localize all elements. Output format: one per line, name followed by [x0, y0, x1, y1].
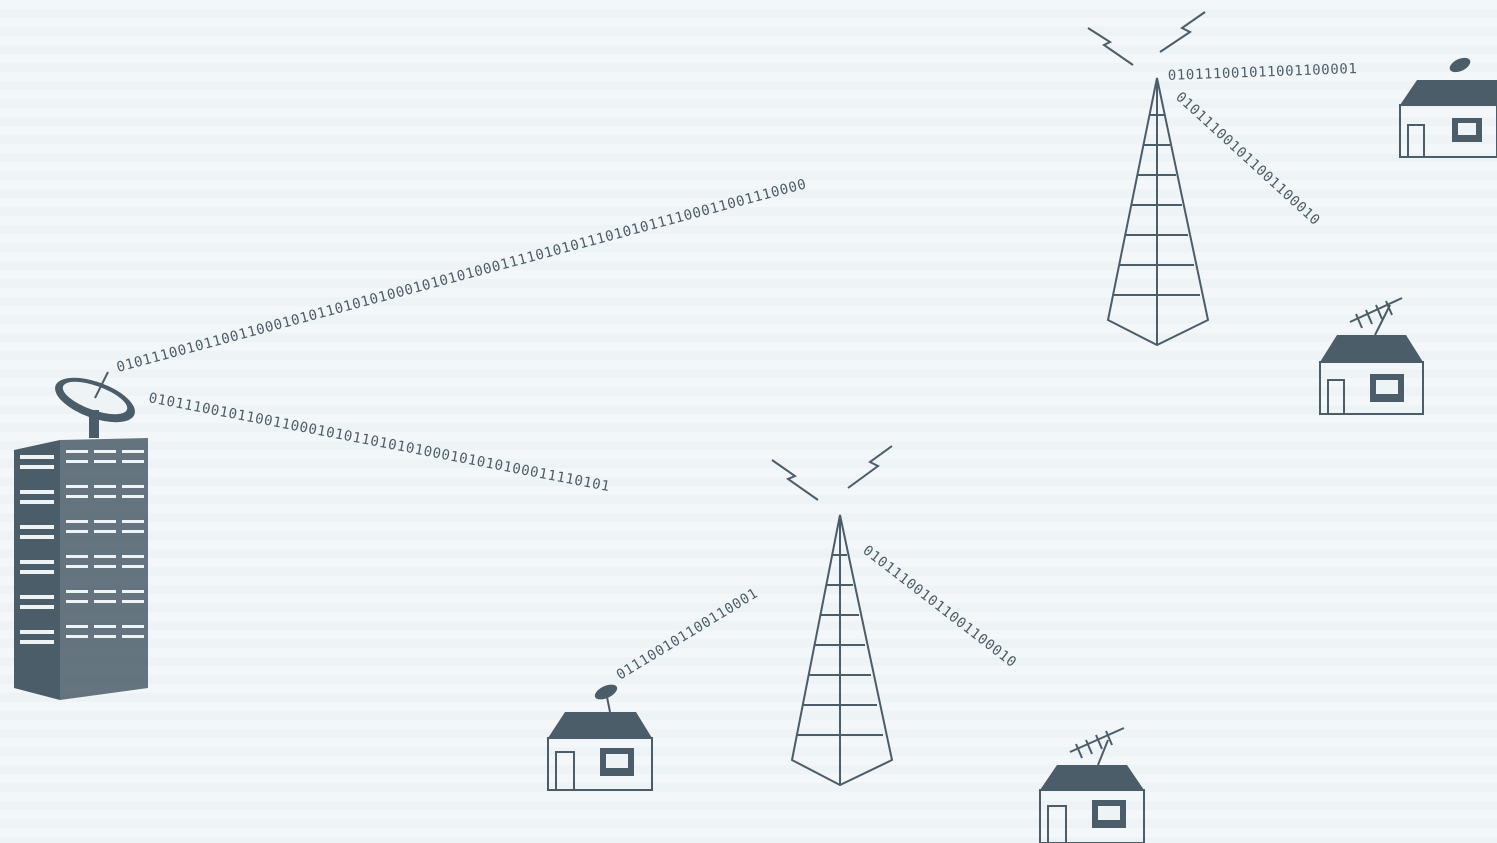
link-tower-top-house-mid-right-bits: 010111001011001100010	[1172, 89, 1323, 229]
house-top-right-icon	[1400, 55, 1497, 157]
link-tower-top-house-top-right-bits: 010111001011001100001	[1168, 61, 1358, 84]
link-datacenter-tower-top-bits: 0101110010110011000101011010101000101010…	[115, 176, 808, 376]
house-mid-right-icon	[1320, 298, 1423, 414]
house-bottom-left-icon	[548, 681, 652, 790]
data-center-building-icon	[14, 369, 148, 700]
broadcast-tower-bottom-icon	[772, 446, 892, 785]
broadcast-tower-top-icon	[1088, 12, 1208, 345]
house-bottom-right-icon	[1040, 728, 1144, 843]
link-datacenter-tower-bottom-bits: 0101110010110011000101011010101000101010…	[147, 390, 611, 495]
link-tower-bottom-house-bottom-left-bits: 011100101100110001	[614, 585, 761, 683]
link-tower-bottom-house-bottom-right-bits: 010111001011001100010	[860, 543, 1020, 672]
